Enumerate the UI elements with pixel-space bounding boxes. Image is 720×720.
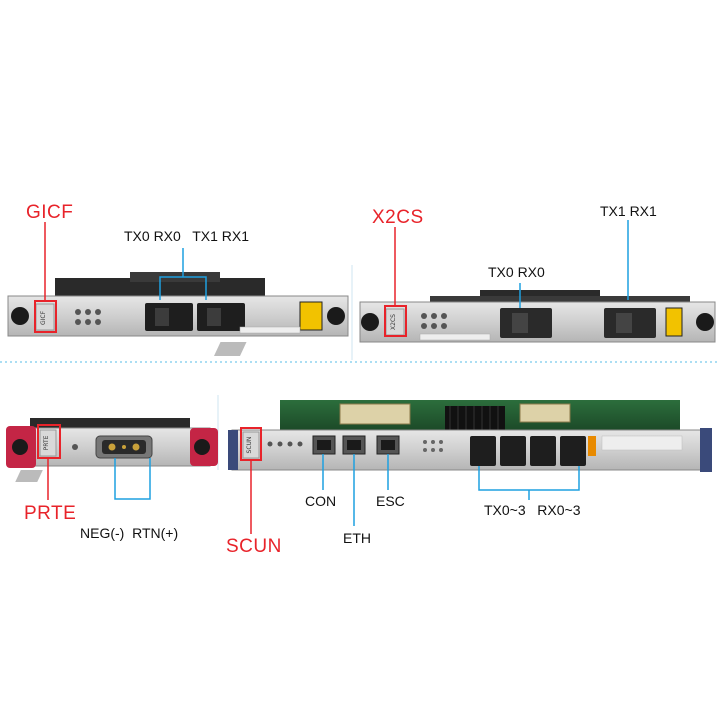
gicf-board: GICF [7,222,349,337]
sfp-port [500,436,526,466]
prte-power-label: NEG(-) RTN(+) [80,525,179,541]
x2cs-port1-label: TX1 RX1 [600,203,657,219]
scun-board: SCUN [15,400,712,534]
screw-icon [327,307,345,325]
scun-esc-label: ESC [376,493,405,509]
prte-label: PRTE [24,503,77,524]
screw-icon [194,439,210,455]
screw-icon [696,313,714,331]
sfp-port [560,436,586,466]
x2cs-port0-label: TX0 RX0 [488,264,545,280]
scun-con-label: CON [305,493,337,509]
scun-sfp-label: TX0~3 RX0~3 [484,502,581,518]
gicf-label: GICF [26,202,74,223]
svg-text:SCUN: SCUN [246,437,253,454]
scun-label: SCUN [226,536,282,557]
svg-text:X2CS: X2CS [390,314,397,330]
svg-text:GICF: GICF [40,310,47,325]
scun-eth-label: ETH [343,530,371,546]
prte-callout-box [37,424,61,459]
x2cs-board: X2CS [213,220,716,356]
sfp-port [530,436,556,466]
prte-board: PRTE [6,418,218,500]
x2cs-label: X2CS [372,207,424,228]
screw-icon [11,307,29,325]
sfp-port [470,436,496,466]
svg-text:PRTE: PRTE [43,435,50,450]
screw-icon [361,313,379,331]
gicf-ports-label: TX0 RX0 TX1 RX1 [124,228,250,244]
screw-icon [12,439,28,455]
